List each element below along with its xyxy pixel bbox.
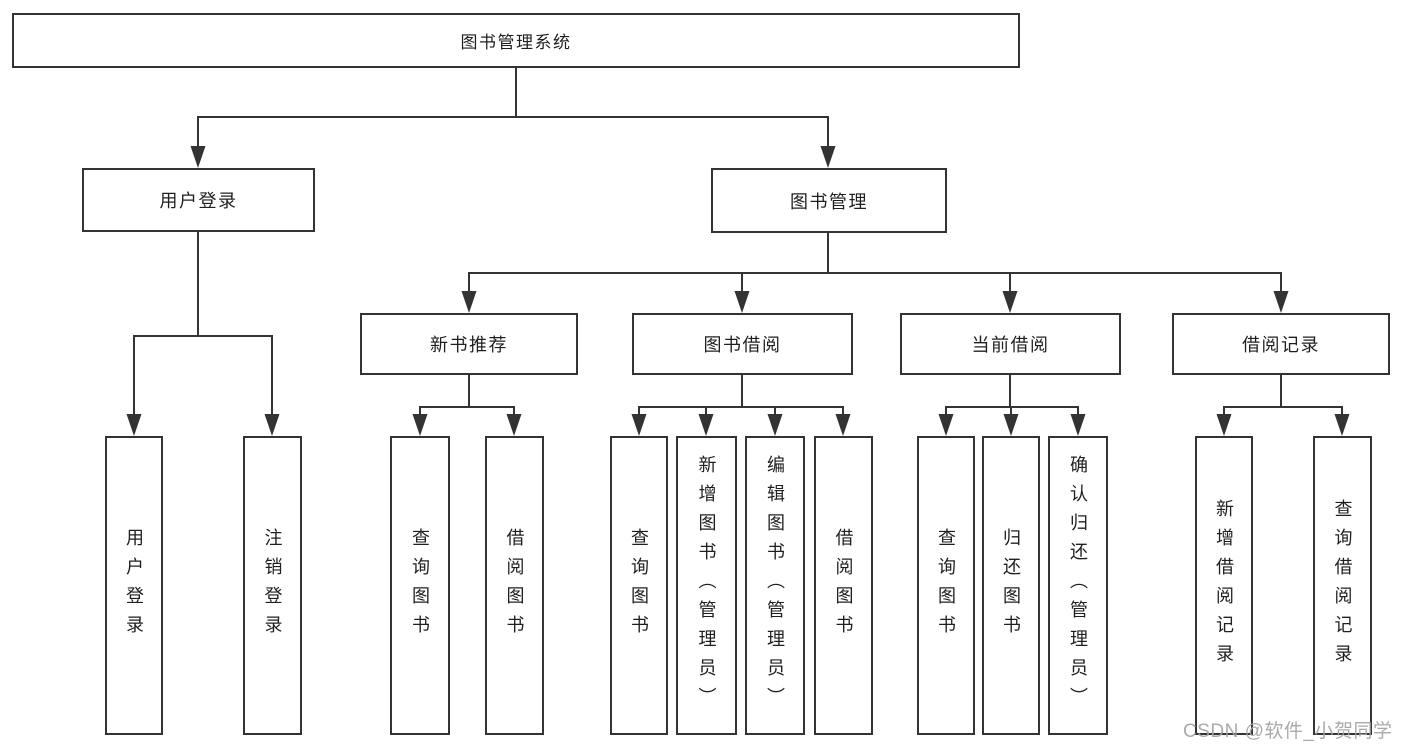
node-borrow-books-borrowing: 借阅图书 [814, 436, 873, 735]
csdn-watermark: CSDN @软件_小贺同学 [1183, 721, 1393, 742]
node-user-login-action: 用户登录 [105, 436, 163, 735]
node-book-management-label: 图书管理 [790, 191, 868, 212]
node-borrowing-records-label: 借阅记录 [1242, 335, 1320, 355]
node-add-borrow-record-label: 新增借阅记录 [1214, 498, 1234, 673]
node-book-borrowing: 图书借阅 [632, 313, 853, 375]
node-logout-label: 注销登录 [262, 527, 283, 644]
node-confirm-return-admin: 确认归还（管理员） [1048, 436, 1108, 735]
node-query-books-recommend-label: 查询图书 [410, 527, 430, 644]
node-return-books-label: 归还图书 [1001, 527, 1021, 644]
node-query-books-current: 查询图书 [917, 436, 975, 735]
node-current-borrowing-label: 当前借阅 [971, 335, 1050, 355]
node-query-books-recommend: 查询图书 [390, 436, 450, 735]
node-add-book-admin-label: 新增图书（管理员） [696, 455, 717, 716]
node-new-book-recommendation-label: 新书推荐 [430, 335, 508, 355]
node-user-login-action-label: 用户登录 [124, 527, 144, 644]
node-user-login-label: 用户登录 [159, 191, 238, 211]
node-confirm-return-admin-label: 确认归还（管理员） [1068, 455, 1088, 716]
node-new-book-recommendation: 新书推荐 [360, 313, 578, 375]
node-edit-book-admin-label: 编辑图书（管理员） [765, 455, 785, 716]
node-edit-book-admin: 编辑图书（管理员） [745, 436, 805, 735]
node-book-borrowing-label: 图书借阅 [703, 335, 782, 355]
node-current-borrowing: 当前借阅 [900, 313, 1121, 375]
node-return-books: 归还图书 [982, 436, 1040, 735]
node-query-books-borrowing: 查询图书 [610, 436, 668, 735]
node-borrow-books-recommend-label: 借阅图书 [504, 527, 525, 644]
node-query-borrow-record-label: 查询借阅记录 [1332, 498, 1353, 673]
node-root-label: 图书管理系统 [460, 33, 572, 52]
node-borrowing-records: 借阅记录 [1172, 313, 1390, 375]
node-query-borrow-record: 查询借阅记录 [1313, 436, 1372, 735]
node-borrow-books-borrowing-label: 借阅图书 [833, 527, 854, 644]
arrowheads [126, 146, 1350, 436]
node-query-books-current-label: 查询图书 [936, 527, 956, 644]
node-root: 图书管理系统 [12, 13, 1020, 68]
node-book-management: 图书管理 [711, 168, 947, 233]
node-add-borrow-record: 新增借阅记录 [1195, 436, 1253, 735]
node-user-login: 用户登录 [82, 168, 315, 232]
node-query-books-borrowing-label: 查询图书 [629, 527, 649, 644]
node-logout: 注销登录 [243, 436, 302, 735]
node-add-book-admin: 新增图书（管理员） [676, 436, 737, 735]
node-borrow-books-recommend: 借阅图书 [485, 436, 544, 735]
